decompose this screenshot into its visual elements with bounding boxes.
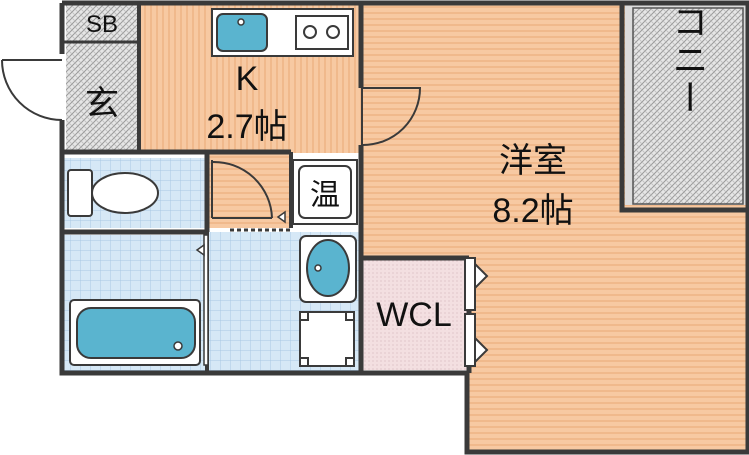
wash-basin-icon	[299, 235, 357, 303]
kitchen-size-label: 2.7帖	[206, 108, 287, 146]
balcony-inner	[632, 7, 744, 205]
hall-floor	[208, 153, 290, 228]
closet-label: WCL	[376, 296, 452, 334]
water-heater-label: 温	[310, 179, 340, 212]
kitchen-sink-icon	[216, 13, 268, 52]
toilet-door[interactable]	[211, 160, 273, 219]
western-room-label: 洋室	[499, 142, 567, 180]
western-room-floor-right	[620, 205, 746, 265]
entrance-label: 玄	[85, 85, 119, 123]
water-heater-icon	[276, 159, 358, 225]
storage-floor	[66, 5, 138, 41]
entrance-floor	[66, 42, 138, 152]
balcony-label: バルコニー	[668, 0, 709, 117]
entrance-door[interactable]	[1, 59, 63, 121]
kitchen-counter	[211, 8, 354, 57]
bathtub-icon	[69, 299, 201, 366]
washing-machine-space-icon	[299, 311, 355, 367]
kitchen-room-door[interactable]	[361, 87, 422, 147]
closet-floor	[363, 258, 467, 370]
toilet-icon	[67, 169, 159, 217]
closet-doors[interactable]	[464, 257, 489, 367]
bath-door[interactable]	[195, 234, 209, 366]
kitchen-label: K	[236, 60, 259, 98]
western-room-size-label: 8.2帖	[492, 192, 573, 230]
storage-label: SB	[86, 11, 118, 38]
